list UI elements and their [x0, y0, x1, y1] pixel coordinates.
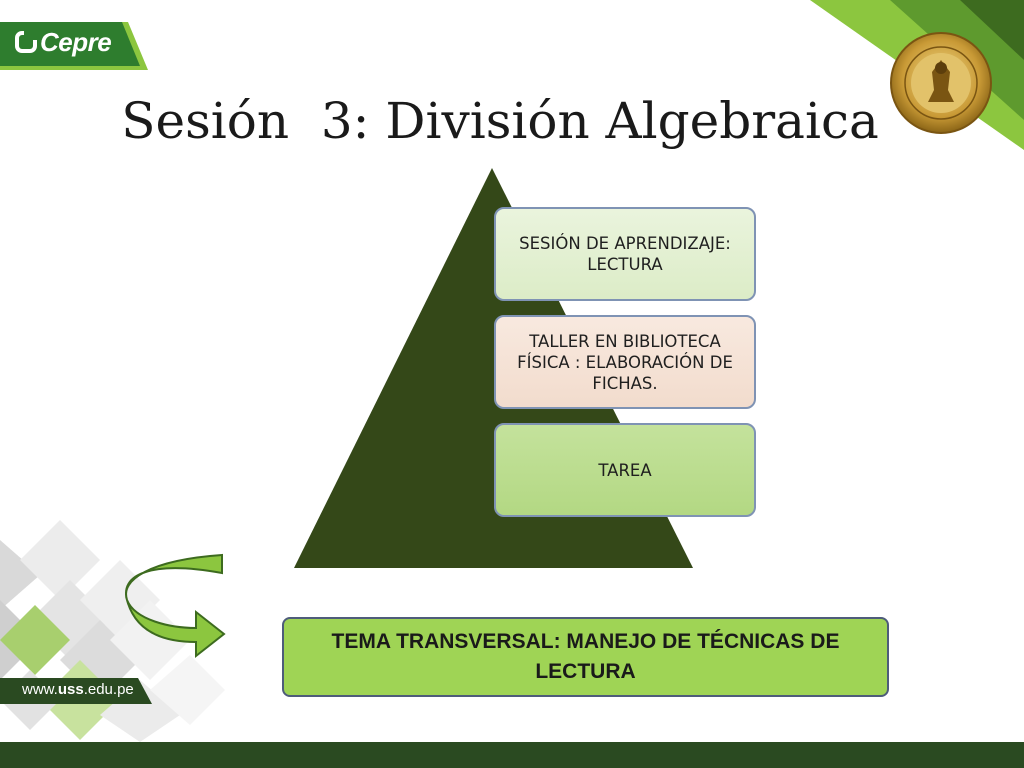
- cepre-logo-icon: [14, 30, 38, 54]
- pyramid-step-label: SESIÓN DE APRENDIZAJE: LECTURA: [519, 234, 731, 274]
- curved-arrow-icon: [125, 553, 226, 659]
- transversal-theme-label: TEMA TRANSVERSAL: MANEJO DE TÉCNICAS DE …: [331, 630, 840, 683]
- corner-triangle-dark: [960, 0, 1024, 60]
- pyramid-step-label: TALLER EN BIBLIOTECA FÍSICA : ELABORACIÓ…: [517, 331, 733, 393]
- url-prefix: www.: [22, 681, 58, 698]
- pyramid-step-reading-session: SESIÓN DE APRENDIZAJE: LECTURA: [494, 207, 756, 301]
- footer-bar: [0, 742, 1024, 768]
- university-seal-icon: [890, 32, 992, 134]
- pyramid-step-library-workshop: TALLER EN BIBLIOTECA FÍSICA : ELABORACIÓ…: [494, 315, 756, 409]
- url-domain: uss: [57, 681, 84, 698]
- url-badge: [0, 678, 152, 704]
- page-title: Sesión 3: División Algebraica: [121, 92, 879, 150]
- website-url: www.uss.edu.pe: [22, 681, 134, 698]
- transversal-theme-box: TEMA TRANSVERSAL: MANEJO DE TÉCNICAS DE …: [282, 617, 889, 697]
- pyramid-step-homework: TAREA: [494, 423, 756, 517]
- logo-text: Cepre: [40, 27, 112, 57]
- pyramid-step-label: TAREA: [598, 460, 652, 480]
- url-suffix: .edu.pe: [83, 681, 134, 698]
